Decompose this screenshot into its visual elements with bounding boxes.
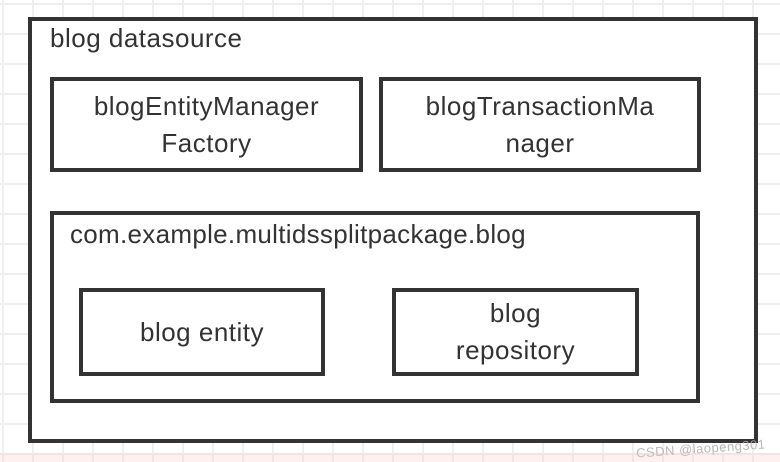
blog-entity-label: blog entity — [139, 316, 265, 347]
blog-repository-label: blog repository — [455, 298, 576, 365]
blog-datasource-box: blog datasource blogEntityManager Factor… — [28, 17, 758, 443]
blog-repository-box: blog repository — [392, 288, 639, 376]
blog-datasource-label: blog datasource — [50, 23, 243, 53]
blog-package-label: com.example.multidssplitpackage.blog — [70, 219, 526, 249]
blog-transaction-manager-label: blogTransactionMa nager — [425, 90, 655, 158]
blog-entity-manager-factory-label: blogEntityManager Factory — [93, 90, 320, 158]
blog-transaction-manager-box: blogTransactionMa nager — [379, 77, 701, 172]
blog-package-box: com.example.multidssplitpackage.blog blo… — [50, 211, 700, 403]
blog-entity-manager-factory-box: blogEntityManager Factory — [50, 77, 363, 172]
blog-entity-box: blog entity — [79, 288, 325, 376]
